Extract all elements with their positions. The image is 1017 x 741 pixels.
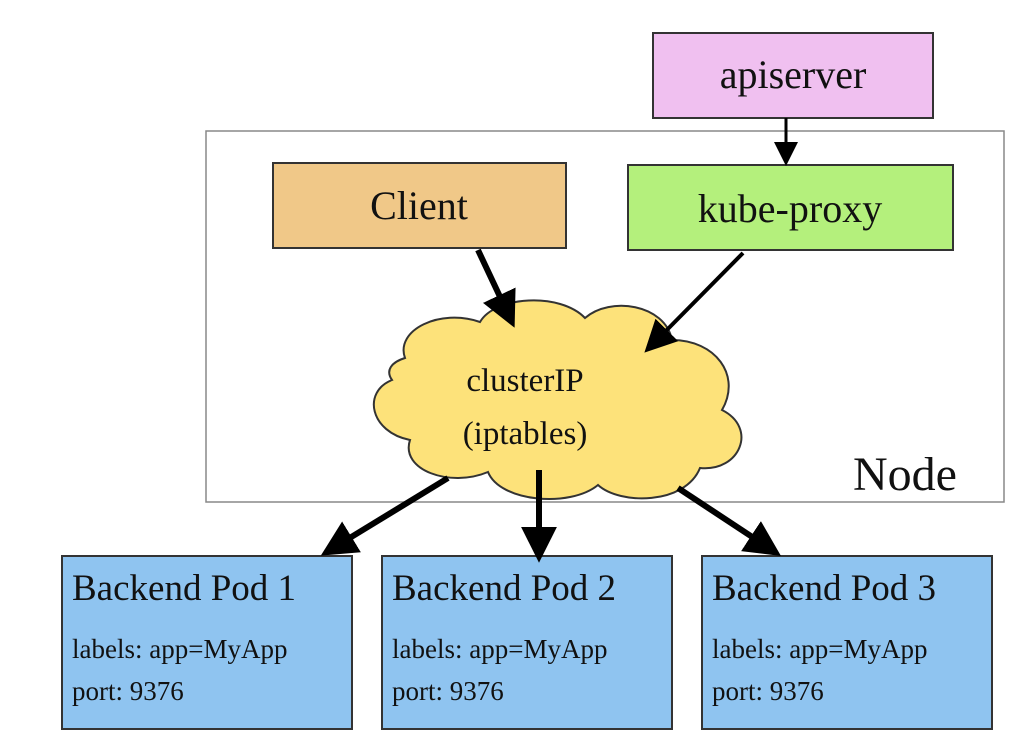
cluster-ip-line2: (iptables): [463, 416, 588, 452]
client-box: Client: [272, 162, 567, 249]
kube-proxy-rect: [627, 164, 954, 251]
backend-pod-3-port: port: 9376: [712, 676, 824, 706]
backend-pod-1: Backend Pod 1 labels: app=MyApp port: 93…: [61, 555, 353, 730]
backend-pod-1-title: Backend Pod 1: [72, 568, 296, 609]
arrow-kube-proxy-to-cluster-ip: [644, 251, 745, 353]
arrow-cluster-ip-to-pod-3: [676, 485, 782, 556]
apiserver-rect: [652, 32, 934, 119]
backend-pod-2: Backend Pod 2 labels: app=MyApp port: 93…: [381, 555, 673, 730]
client-label: Client: [370, 183, 468, 228]
client-rect: [272, 162, 567, 249]
apiserver-label: apiserver: [720, 52, 867, 97]
backend-pod-2-port: port: 9376: [392, 676, 504, 706]
backend-pod-3-labels: labels: app=MyApp: [712, 634, 927, 664]
backend-pod-2-labels: labels: app=MyApp: [392, 634, 607, 664]
backend-pod-1-port: port: 9376: [72, 676, 184, 706]
backend-pod-2-rect: [381, 555, 673, 730]
arrow-client-to-cluster-ip: [475, 248, 516, 328]
backend-pod-1-rect: [61, 555, 353, 730]
backend-pod-3-title: Backend Pod 3: [712, 568, 936, 609]
node-label: Node: [853, 448, 957, 501]
backend-pod-1-labels: labels: app=MyApp: [72, 634, 287, 664]
cluster-ip-line1: clusterIP: [466, 363, 583, 399]
backend-pod-3-rect: [701, 555, 993, 730]
backend-pod-3: Backend Pod 3 labels: app=MyApp port: 93…: [701, 555, 993, 730]
kube-proxy-box: kube-proxy: [627, 164, 954, 251]
apiserver-box: apiserver: [652, 32, 934, 119]
kube-proxy-label: kube-proxy: [698, 186, 882, 231]
backend-pod-2-title: Backend Pod 2: [392, 568, 616, 609]
arrow-cluster-ip-to-pod-1: [320, 475, 450, 556]
